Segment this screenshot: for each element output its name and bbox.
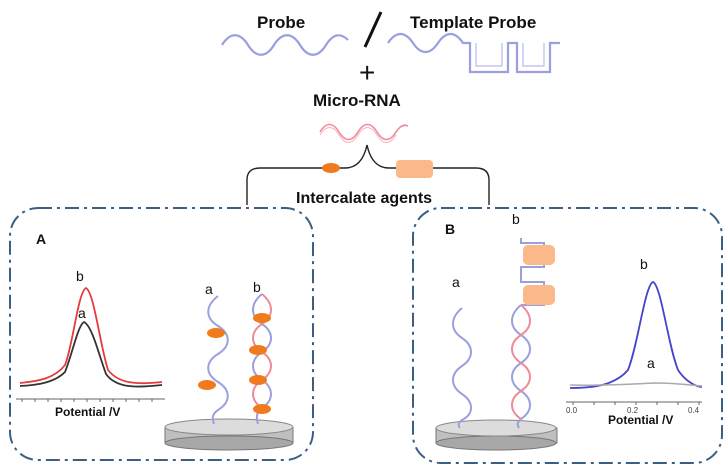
panel-a-electrode — [164, 418, 294, 451]
panel-b-strand-b-rna — [511, 304, 531, 420]
intercalate-label: Intercalate agents — [296, 190, 432, 207]
panel-a-curve-b-label: b — [76, 268, 84, 284]
panel-b-strand-b-label: b — [512, 211, 520, 227]
panel-b-strand-a — [452, 307, 472, 429]
panel-b-curve-a-label: a — [647, 355, 655, 371]
panel-a-strand-a-agent-2 — [198, 380, 216, 390]
panel-b-strand-a-label: a — [452, 274, 460, 290]
panel-a-curve-a — [19, 320, 163, 388]
panel-a-strand-b-label: b — [253, 279, 261, 295]
panel-a-strand-b-agent-3 — [249, 375, 267, 385]
slash-divider — [363, 11, 383, 48]
panel-a-strand-a-label: a — [205, 281, 213, 297]
panel-b-x-ticks — [572, 402, 700, 405]
template-probe-label: Template Probe — [410, 13, 536, 32]
probe-label: Probe — [257, 13, 305, 32]
panel-a-strand-b-agent-2 — [249, 345, 267, 355]
panel-a-strand-a-agent-1 — [207, 328, 225, 338]
template-probe-strand — [387, 32, 560, 74]
probe-strand — [221, 34, 349, 56]
panel-a-strand-b-agent-1 — [253, 313, 271, 323]
panel-a-border — [9, 207, 314, 461]
panel-b-peach-agent-2 — [523, 285, 555, 305]
panel-b-peach-agent-1 — [523, 245, 555, 265]
plus-sign: + — [359, 57, 375, 88]
panel-a-voltammogram: b a Potential /V — [16, 268, 165, 419]
panel-b-curve-b — [569, 281, 703, 389]
panel-b-strand-b-probe — [511, 304, 531, 429]
panel-b-tick-2: 0.4 — [688, 406, 700, 415]
template-probe-loop-inner — [475, 43, 545, 67]
panel-b-axis-label: Potential /V — [608, 413, 673, 427]
panel-a-letter: A — [36, 231, 46, 247]
intercalate-brace — [246, 144, 490, 205]
panel-b-tick-1: 0.2 — [627, 406, 639, 415]
panel-a-axis-label: Potential /V — [55, 405, 120, 419]
panel-b-electrode — [435, 419, 558, 451]
panel-a-curve-a-label: a — [78, 305, 86, 321]
panel-b-curve-a — [569, 382, 703, 387]
panel-b-curve-b-label: b — [640, 256, 648, 272]
panel-a-strand-b-agent-4 — [253, 404, 271, 414]
microrna-strand — [319, 123, 409, 141]
microrna-label: Micro-RNA — [313, 91, 401, 110]
panel-b-tick-0: 0.0 — [566, 406, 578, 415]
panel-b-voltammogram: 0.0 0.2 0.4 b a Potential /V — [566, 256, 703, 427]
microrna-strand-shadow — [319, 127, 397, 143]
panel-a-strand-a — [207, 295, 229, 425]
panel-a-x-ticks — [21, 399, 153, 402]
peach-agent-icon — [396, 160, 433, 178]
panel-a-curve-b — [19, 286, 163, 385]
orange-agent-icon — [322, 163, 340, 173]
panel-b-letter: B — [445, 221, 455, 237]
